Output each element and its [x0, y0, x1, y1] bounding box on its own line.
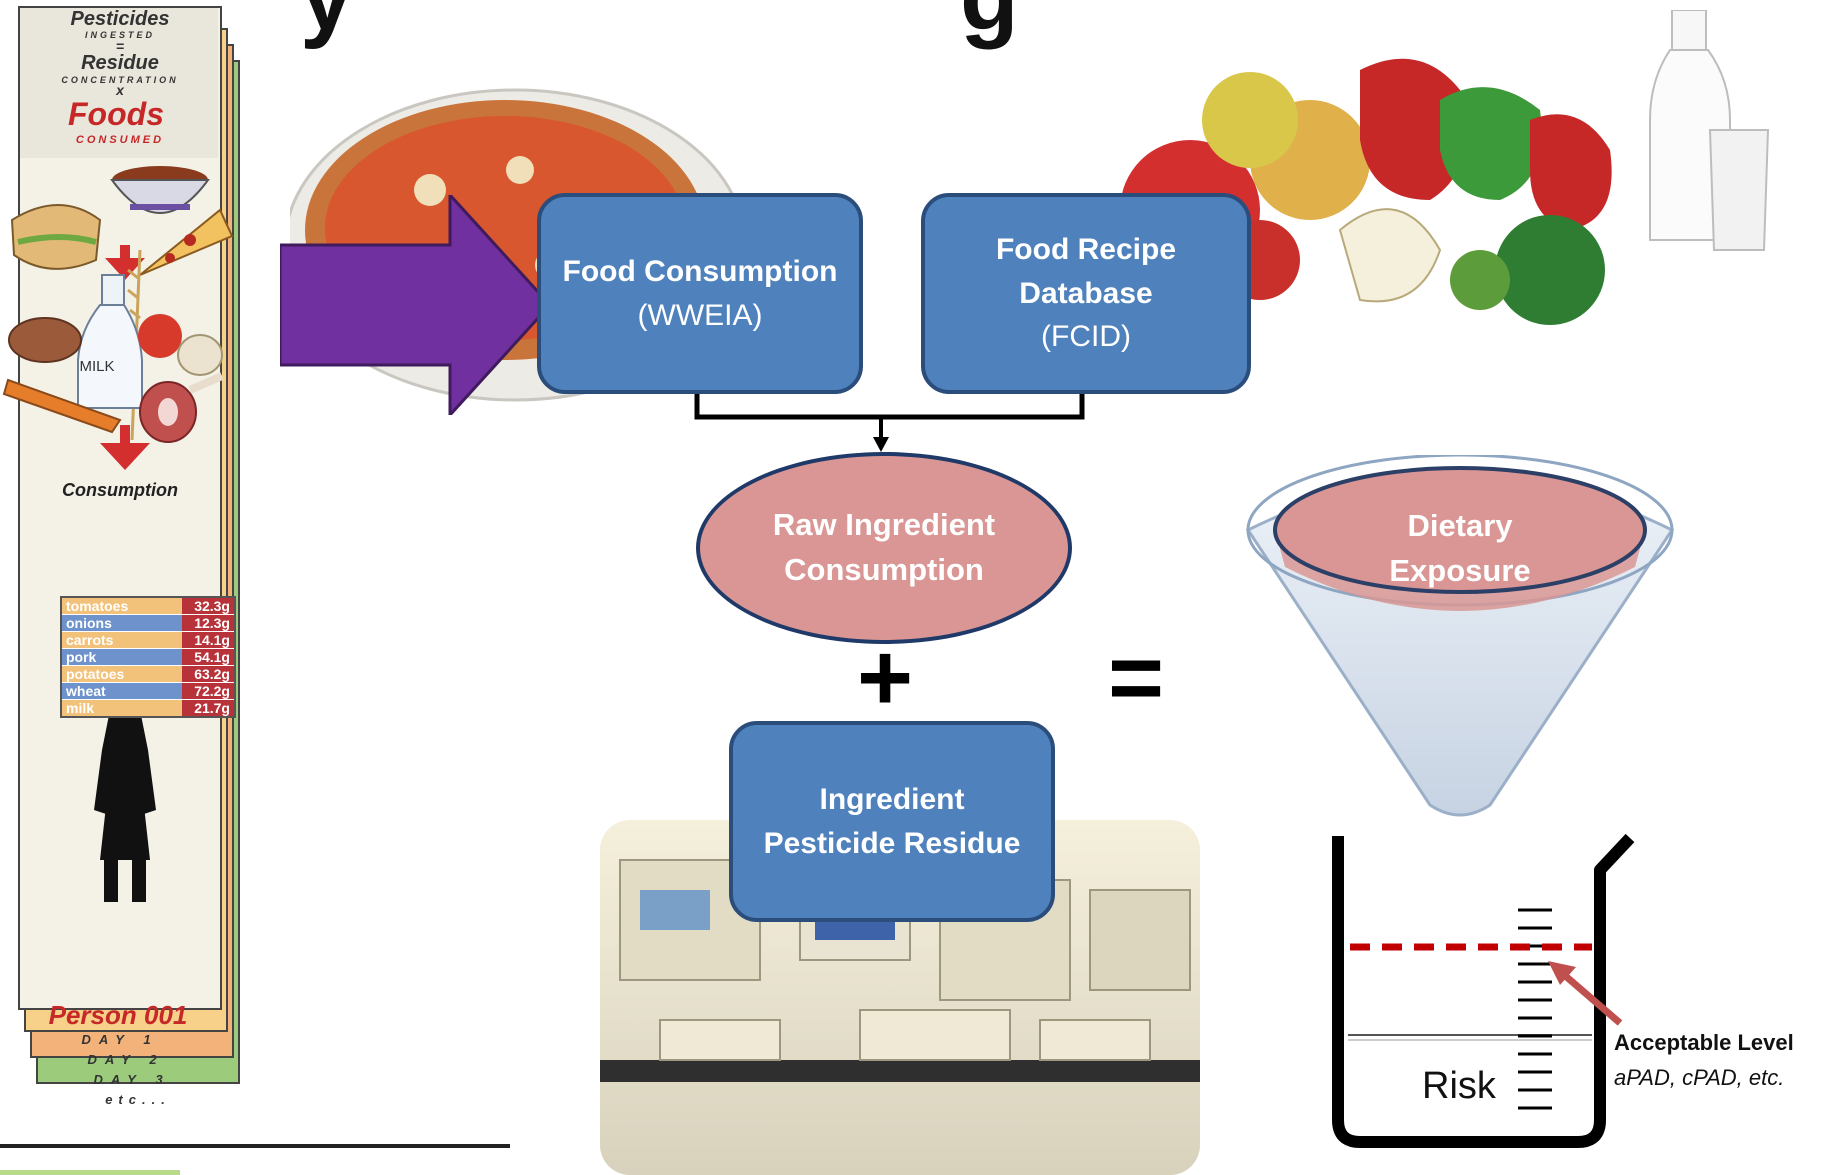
row-item: pork — [66, 649, 97, 665]
strip-food-illustrations — [2, 166, 234, 902]
table-row: pork 54.1g — [62, 649, 234, 666]
strip-consumption-title: Consumption — [62, 480, 178, 500]
food-consumption-box: Food Consumption (WWEIA) — [537, 193, 863, 394]
strip-foods: Foods — [68, 96, 164, 132]
strip-pesticides: Pesticides — [70, 8, 170, 30]
row-value: 63.2g — [182, 666, 234, 682]
ingredient-residue-line1: Ingredient — [819, 783, 965, 816]
footer-rule — [0, 1144, 510, 1148]
row-item: wheat — [66, 683, 106, 699]
row-value: 54.1g — [182, 649, 234, 665]
row-value: 14.1g — [182, 632, 234, 648]
funnel-graphic — [1245, 455, 1675, 817]
row-item: tomatoes — [66, 598, 129, 614]
strip-concentration: CONCENTRATION — [61, 75, 179, 85]
food-recipe-box: Food Recipe Database (FCID) — [921, 193, 1251, 394]
equals-operator: = — [1108, 624, 1165, 731]
strip-day3: DAY 3 — [93, 1072, 171, 1087]
risk-beaker — [1332, 833, 1635, 1148]
food-recipe-line2: Database — [1019, 276, 1153, 310]
row-value: 32.3g — [182, 598, 234, 614]
table-row: carrots 14.1g — [62, 632, 234, 649]
row-item: onions — [66, 615, 112, 631]
strip-equals: = — [115, 38, 125, 54]
row-item: carrots — [66, 632, 114, 648]
raw-ingredient-line2: Consumption — [784, 552, 984, 587]
title-fragment: y — [300, 0, 353, 52]
consumption-table: tomatoes 32.3g onions 12.3g carrots 14.1g p… — [60, 596, 236, 718]
strip-ingested: INGESTED — [84, 30, 155, 40]
raw-ingredient-oval: Raw Ingredient Consumption — [696, 452, 1072, 644]
strip-person-label: Person 001 — [48, 1000, 188, 1030]
dietary-exposure-line2: Exposure — [1389, 552, 1531, 588]
row-value: 12.3g — [182, 615, 234, 631]
table-row: tomatoes 32.3g — [62, 598, 234, 615]
strip-milk-label: MILK — [79, 358, 115, 375]
acceptable-level-pointer — [1548, 961, 1623, 1026]
ingredient-residue-box: Ingredient Pesticide Residue — [729, 721, 1055, 922]
milk-photo — [1649, 10, 1770, 251]
table-row: onions 12.3g — [62, 615, 234, 632]
dietary-exposure-line1: Dietary — [1407, 508, 1513, 543]
food-consumption-source: (WWEIA) — [637, 298, 763, 332]
strip-day2: DAY 2 — [87, 1052, 165, 1067]
row-value: 21.7g — [182, 700, 234, 716]
strip-residue: Residue — [81, 52, 159, 74]
ingredient-residue-line2: Pesticide Residue — [763, 826, 1021, 860]
strip-header-bg — [20, 8, 218, 158]
strip-day1: DAY 1 — [81, 1032, 159, 1047]
row-item: milk — [66, 700, 95, 716]
risk-label: Risk — [1422, 1065, 1496, 1107]
title-fragment-2: g — [960, 0, 1019, 52]
food-recipe-line1: Food Recipe — [995, 233, 1176, 267]
purple-arrow — [280, 195, 553, 415]
strip-etc: etc... — [105, 1092, 171, 1107]
food-recipe-source: (FCID) — [1041, 320, 1131, 354]
raw-ingredient-line1: Raw Ingredient — [772, 507, 996, 543]
table-row: potatoes 63.2g — [62, 666, 234, 683]
row-value: 72.2g — [182, 683, 234, 699]
row-item: potatoes — [66, 666, 125, 682]
footer-accent — [0, 1170, 180, 1175]
food-consumption-title: Food Consumption — [562, 255, 838, 288]
plus-operator: + — [857, 624, 914, 731]
strip-consumed: CONSUMED — [75, 134, 165, 146]
table-row: milk 21.7g — [62, 700, 234, 716]
acceptable-level-sub: aPAD, cPAD, etc. — [1614, 1065, 1785, 1090]
table-row: wheat 72.2g — [62, 683, 234, 700]
acceptable-level-label: Acceptable Level — [1614, 1030, 1794, 1055]
dietary-exposure-label: Dietary Exposure — [1320, 504, 1600, 594]
strip-times: x — [116, 82, 124, 98]
